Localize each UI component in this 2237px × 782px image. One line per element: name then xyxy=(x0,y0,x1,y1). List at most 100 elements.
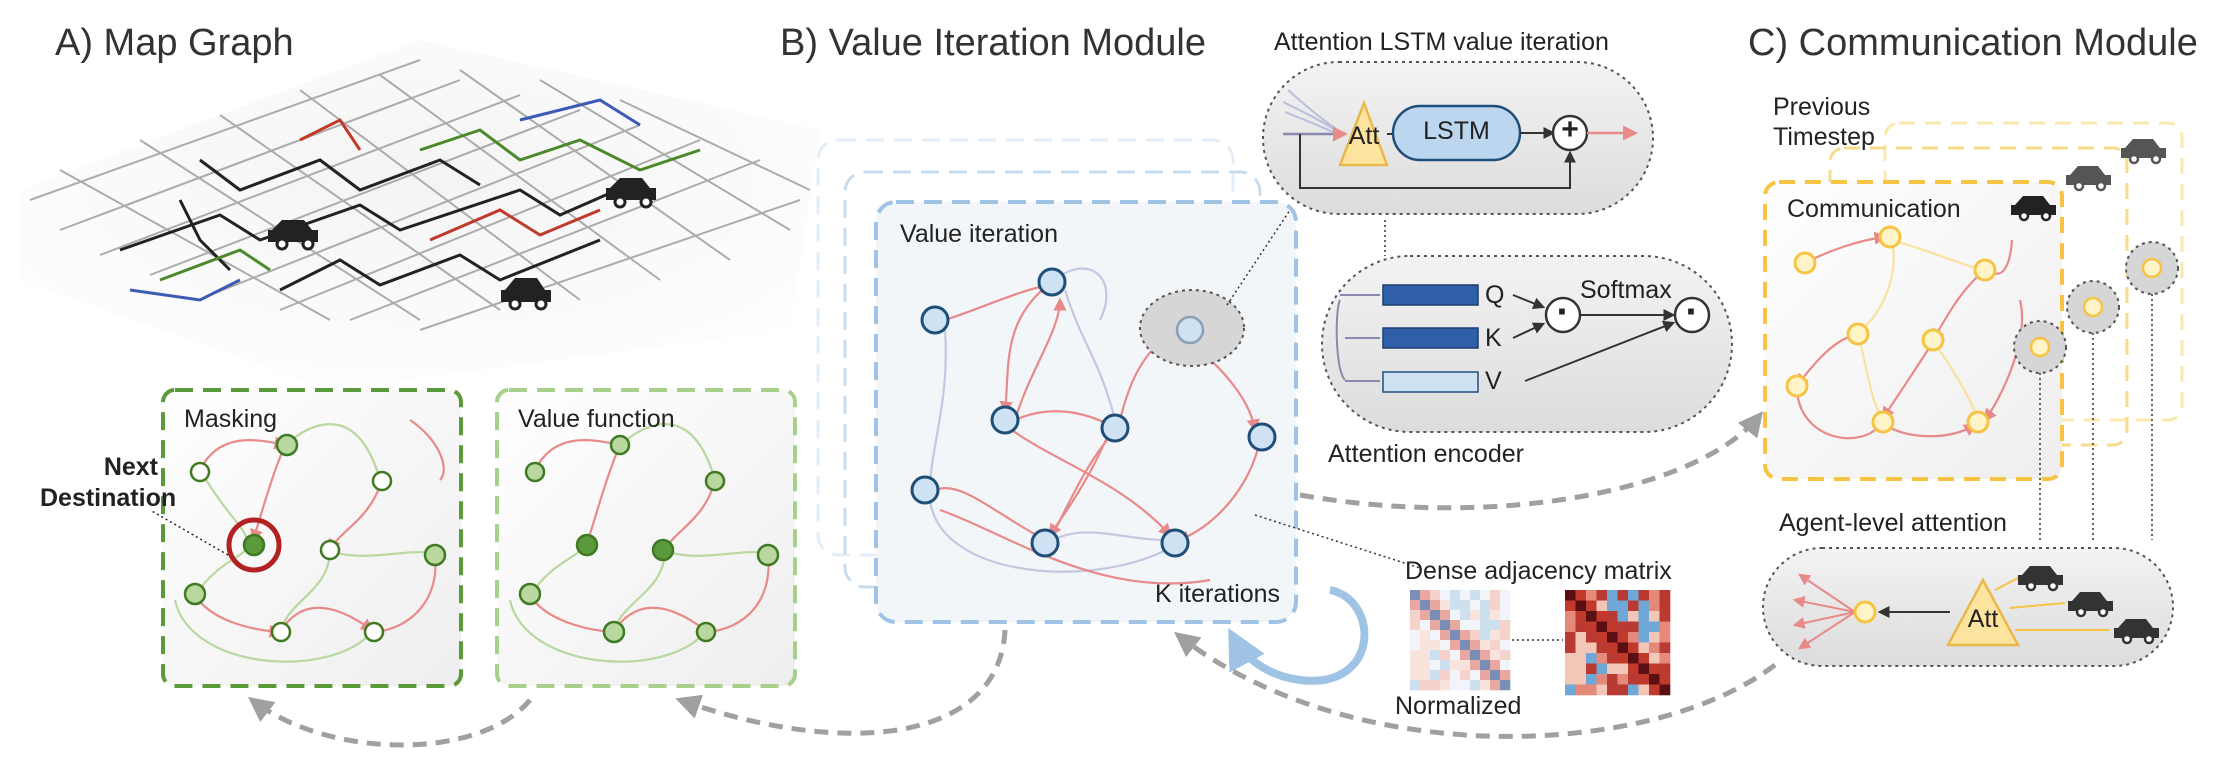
matrix-cell xyxy=(1565,632,1576,643)
lstm-label: LSTM xyxy=(1423,117,1490,145)
next-destination-label: Next Destination xyxy=(40,453,177,512)
matrix-cell xyxy=(1596,590,1608,601)
matrix-cell xyxy=(1430,600,1441,611)
value-iteration-label: Value iteration xyxy=(900,220,1058,248)
matrix-cell xyxy=(1596,684,1608,696)
matrix-cell xyxy=(1659,600,1671,612)
matrix-cell xyxy=(1410,620,1421,631)
matrix-cell xyxy=(1410,630,1421,641)
matrix-cell xyxy=(1410,670,1421,681)
matrix-cell xyxy=(1410,680,1421,691)
matrix-cell xyxy=(1649,653,1660,664)
matrix-cell xyxy=(1607,684,1618,696)
matrix-cell xyxy=(1649,611,1660,622)
matrix-cell xyxy=(1659,621,1671,633)
matrix-cell xyxy=(1575,674,1587,685)
matrix-cell xyxy=(1575,621,1587,633)
matrix-cell xyxy=(1450,590,1461,601)
matrix-cell xyxy=(1565,621,1576,633)
matrix-cell xyxy=(1490,650,1501,661)
matrix-cell xyxy=(1617,600,1629,612)
matrix-cell xyxy=(1410,600,1421,611)
matrix-cell xyxy=(1430,680,1441,691)
matrix-cell xyxy=(1430,660,1441,671)
attention-lstm-panel xyxy=(1226,61,1654,306)
matrix-cell xyxy=(1410,640,1421,651)
matrix-cell xyxy=(1565,684,1576,696)
matrix-cell xyxy=(1575,590,1587,601)
matrix-cell xyxy=(1420,590,1431,601)
matrix-cell xyxy=(1628,621,1639,633)
matrix-cell xyxy=(1440,620,1451,631)
matrix-cell xyxy=(1649,684,1660,696)
matrix-cell xyxy=(1450,680,1461,691)
matrix-cell xyxy=(1596,674,1608,685)
matrix-cell xyxy=(1638,600,1650,612)
matrix-cell xyxy=(1450,670,1461,681)
matrix-cell xyxy=(1575,600,1587,612)
matrix-cell xyxy=(1420,660,1431,671)
matrix-cell xyxy=(1480,640,1491,651)
matrix-cell xyxy=(1649,600,1660,612)
matrix-cell xyxy=(1586,663,1597,675)
matrix-cell xyxy=(1575,642,1587,654)
matrix-cell xyxy=(1420,650,1431,661)
matrix-cell xyxy=(1638,642,1650,654)
matrix-cell xyxy=(1440,680,1451,691)
matrix-cell xyxy=(1617,621,1629,633)
matrix-cell xyxy=(1480,620,1491,631)
matrix-cell xyxy=(1638,611,1650,622)
matrix-cell xyxy=(1628,600,1639,612)
panel-b-title: B) Value Iteration Module xyxy=(780,22,1206,64)
matrix-cell xyxy=(1659,674,1671,685)
matrix-cell xyxy=(1440,630,1451,641)
matrix-cell xyxy=(1460,640,1471,651)
matrix-cell xyxy=(1420,630,1431,641)
matrix-cell xyxy=(1470,610,1481,621)
matrix-cell xyxy=(1440,610,1451,621)
matrix-cell xyxy=(1638,632,1650,643)
agent-attention-panel xyxy=(1762,547,2174,667)
matrix-cell xyxy=(1500,650,1511,661)
communication-label: Communication xyxy=(1787,195,1961,223)
attention-encoder-panel xyxy=(1321,220,1733,433)
matrix-cell xyxy=(1607,674,1618,685)
matrix-cell xyxy=(1450,600,1461,611)
matrix-cell xyxy=(1450,620,1461,631)
matrix-cell xyxy=(1470,670,1481,681)
matrix-cell xyxy=(1440,670,1451,681)
matrix-cell xyxy=(1649,590,1660,601)
matrix-cell xyxy=(1617,663,1629,675)
matrix-cell xyxy=(1490,620,1501,631)
matrix-cell xyxy=(1500,640,1511,651)
matrix-cell xyxy=(1617,653,1629,664)
panel-c-title: C) Communication Module xyxy=(1748,22,2198,64)
value-function-panel xyxy=(495,388,797,688)
matrix-cell xyxy=(1638,621,1650,633)
matrix-cell xyxy=(1628,653,1639,664)
matrix-cell xyxy=(1575,632,1587,643)
matrix-cell xyxy=(1490,660,1501,671)
matrix-cell xyxy=(1460,590,1471,601)
matrix-cell xyxy=(1638,663,1650,675)
matrix-cell xyxy=(1410,650,1421,661)
agent-attention-label: Agent-level attention xyxy=(1779,509,2007,537)
matrix-cell xyxy=(1586,632,1597,643)
matrix-cell xyxy=(1410,590,1421,601)
matrix-cell xyxy=(1470,600,1481,611)
masking-panel xyxy=(149,388,463,688)
matrix-cell xyxy=(1659,590,1671,601)
matrix-cell xyxy=(1575,684,1587,696)
matrix-cell xyxy=(1607,590,1618,601)
matrix-cell xyxy=(1575,653,1587,664)
matrix-cell xyxy=(1500,590,1511,601)
matrix-cell xyxy=(1638,684,1650,696)
matrix-cell xyxy=(1659,653,1671,664)
matrix-cell xyxy=(1607,600,1618,612)
agent-att-label: Att xyxy=(1967,605,1999,633)
previous-timestep-label: Previous Timestep xyxy=(1773,93,1875,151)
matrix-cell xyxy=(1596,642,1608,654)
matrix-cell xyxy=(1430,610,1441,621)
flow-arrows xyxy=(248,411,1777,748)
matrix-cell xyxy=(1420,670,1431,681)
